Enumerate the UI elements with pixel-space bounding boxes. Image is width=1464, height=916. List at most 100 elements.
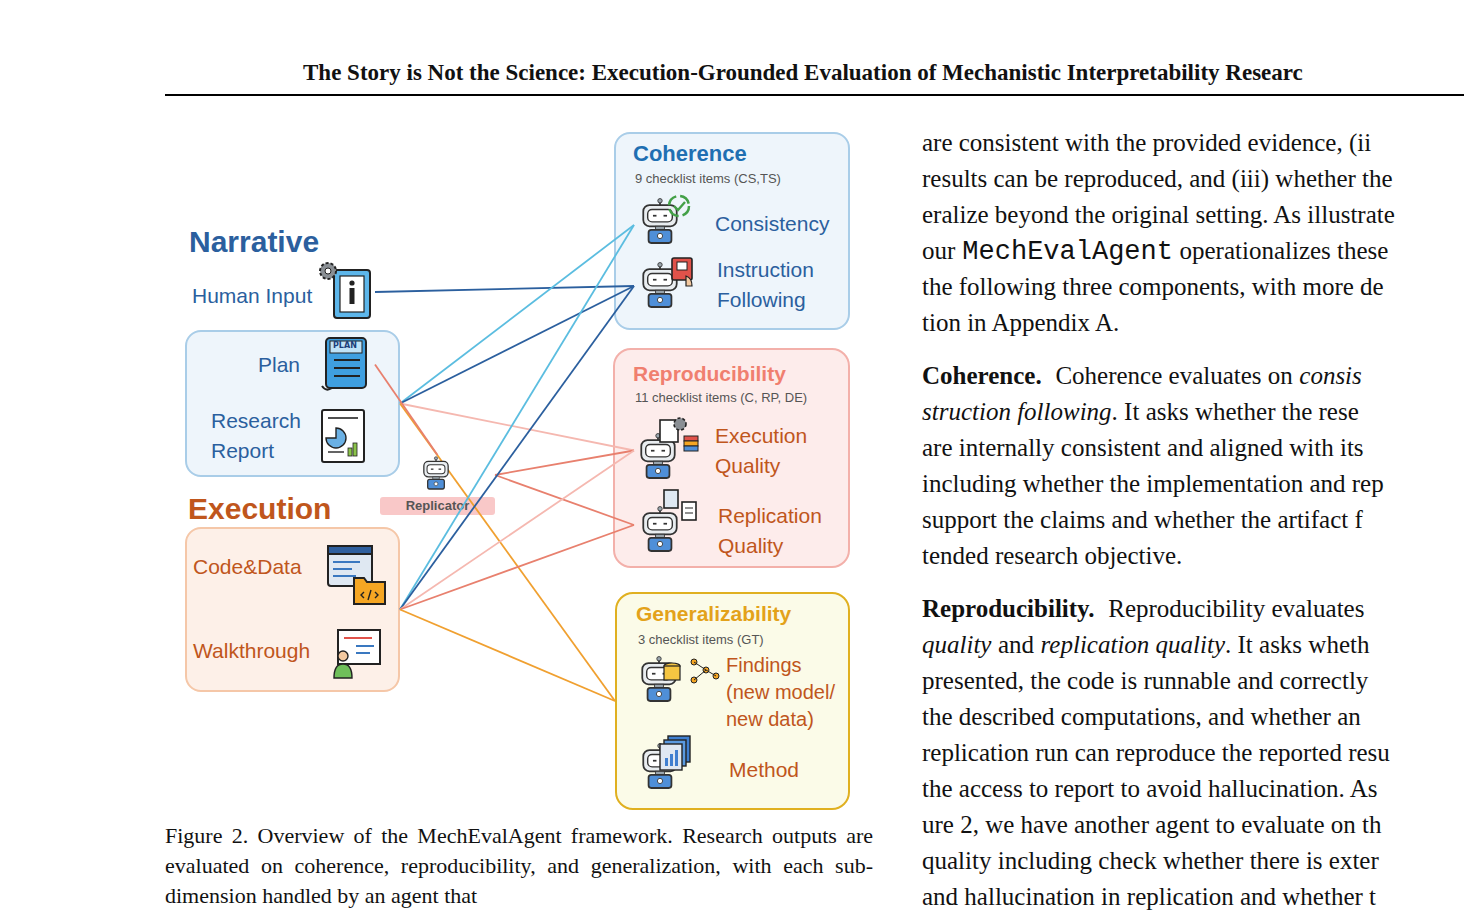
connector-line (375, 286, 634, 292)
text-line: the access to report to avoid hallucinat… (922, 774, 1377, 804)
connector-line (400, 610, 615, 702)
path-part (694, 662, 716, 680)
agent-item: Execution Quality (634, 418, 840, 483)
narrative-box: PlanResearch Report (185, 330, 400, 477)
rect-part (348, 448, 352, 456)
execution-icon (660, 418, 698, 451)
connector-line (400, 404, 615, 702)
node-label: Human Input (192, 283, 312, 308)
rect-part (328, 546, 372, 554)
body-text: are consistent with the provided evidenc… (922, 129, 1371, 156)
connector-line (400, 286, 634, 404)
text-line: tended research objective. (922, 541, 1182, 571)
chart-stack-icon (660, 736, 690, 770)
rect-part (684, 441, 698, 446)
line-part (333, 561, 360, 563)
input-item: Human Input (190, 262, 375, 322)
line-part (356, 652, 370, 654)
robot-icon (643, 744, 676, 788)
line-part (328, 417, 358, 419)
body-text: Coherence evaluates on (1055, 362, 1292, 389)
rect-part (668, 736, 690, 762)
body-text: and hallucination in replication and whe… (922, 883, 1376, 910)
body-text: replication quality (1041, 631, 1225, 658)
body-text: struction following (922, 398, 1112, 425)
line-part (334, 367, 360, 369)
figure-caption: Figure 2. Overview of the MechEvalAgent … (165, 821, 873, 911)
path-part (361, 590, 378, 600)
node-label: Generalizability (636, 601, 791, 626)
body-text: are internally consistent and aligned wi… (922, 434, 1364, 461)
rect-part (660, 744, 682, 770)
node-label: Coherence (633, 141, 747, 167)
body-text: ure 2, we have another agent to evaluate… (922, 811, 1382, 838)
node-label: Replicator (380, 497, 495, 515)
code-item: Code&Data (190, 545, 385, 595)
node-label: Reproducibility (633, 361, 786, 386)
human-input-icon (320, 263, 370, 318)
rect-part (677, 262, 687, 270)
agent-item: Method (634, 745, 840, 795)
path-part (334, 664, 352, 678)
replicator-agent: Replicator (380, 455, 495, 515)
body-text: the access to report to avoid hallucinat… (922, 775, 1377, 802)
path-part (686, 276, 692, 286)
rect-part (670, 754, 673, 766)
header-rule (165, 94, 1464, 96)
generalizability-box: Generalizability3 checklist items (GT)Fi… (615, 592, 850, 810)
text-line: and hallucination in replication and whe… (922, 882, 1376, 912)
node-subtitle: 11 checklist items (C, RP, DE) (635, 390, 807, 406)
node-label: Code&Data (193, 554, 302, 579)
robot-icon (643, 507, 676, 551)
path-part (354, 578, 385, 604)
body-text: and (998, 631, 1034, 658)
body-text: Reproducibility evaluates (1108, 595, 1364, 622)
node-label: Instruction Following (717, 255, 835, 315)
body-text: support the claims and whether the artif… (922, 506, 1363, 533)
rect-part (665, 758, 668, 766)
body-text: tion in Appendix A. (922, 309, 1119, 336)
robot-icon (424, 457, 448, 489)
text-line: quality including check whether there is… (922, 846, 1379, 876)
body-text: our (922, 237, 955, 264)
circle-part (349, 280, 354, 285)
body-text: eralize beyond the original setting. As … (922, 201, 1395, 228)
text-line: qualityandreplication quality. It asks w… (922, 630, 1369, 660)
rect-part (675, 750, 678, 766)
body-text: . It asks whether the rese (1112, 398, 1359, 425)
circle-part (320, 263, 336, 279)
body-text: replication run can reproduce the report… (922, 739, 1390, 766)
coherence-box: Coherence9 checklist items (CS,TS)Consis… (614, 132, 850, 330)
book-icon (672, 258, 692, 286)
connector-line (400, 225, 634, 404)
rect-part (350, 288, 355, 304)
body-text: MechEvalAgent (962, 237, 1173, 267)
agent-item: Instruction Following (634, 256, 840, 316)
circle-part (325, 268, 331, 274)
rect-part (664, 490, 678, 508)
text-line: the described computations, and whether … (922, 702, 1361, 732)
text-line: Reproducibility.Reproducibility evaluate… (922, 594, 1364, 624)
circle-part (713, 673, 719, 679)
node-label: Execution Quality (715, 421, 825, 481)
connector-line (400, 525, 634, 610)
text-line: presented, the code is runnable and corr… (922, 666, 1368, 696)
rect-part (353, 443, 357, 456)
node-label: Method (729, 757, 799, 782)
text-line: Coherence.Coherence evaluates onconsis (922, 361, 1362, 391)
text-line: including whether the implementation and… (922, 469, 1384, 499)
node-label: Replication Quality (718, 501, 833, 561)
line-part (685, 513, 693, 514)
line-part (333, 575, 356, 577)
paragraph-heading: Coherence. (922, 362, 1042, 389)
body-text: the described computations, and whether … (922, 703, 1361, 730)
body-text: the following three components, with mor… (922, 273, 1384, 300)
line-part (334, 375, 360, 377)
ellipse-part (664, 663, 680, 669)
body-text: quality including check whether there is… (922, 847, 1379, 874)
plan-item: Plan (255, 337, 375, 392)
circle-part (691, 659, 697, 665)
code-data-icon (328, 546, 385, 604)
body-text: including whether the implementation and… (922, 470, 1384, 497)
